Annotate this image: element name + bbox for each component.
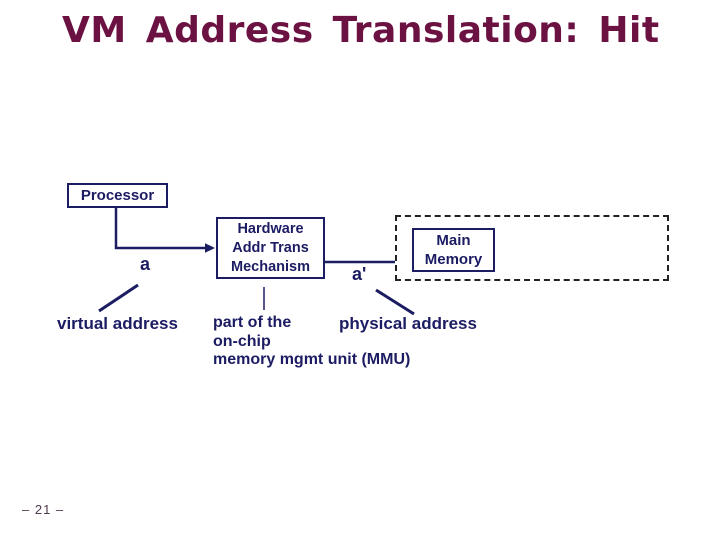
virtual-address-pointer-line (98, 283, 139, 313)
page-number: – 21 – (22, 502, 65, 517)
processor-box: Processor (67, 183, 168, 208)
label-physical-address: physical address (339, 314, 477, 333)
label-mmu-note: part of the on-chip memory mgmt unit (MM… (213, 314, 410, 370)
mm-box-line2: Memory (424, 251, 483, 268)
hw-box-line3: Mechanism (231, 258, 310, 275)
mm-box-line1: Main (436, 232, 471, 249)
mmu-note-line1: part of the (213, 314, 292, 331)
mmu-note-line3: memory mgmt unit (MMU) (213, 351, 411, 368)
main-memory-box: Main Memory (412, 228, 495, 272)
label-a: a (140, 254, 151, 274)
hardware-addr-trans-box: Hardware Addr Trans Mechanism (216, 217, 325, 279)
label-virtual-address: virtual address (57, 314, 178, 333)
processor-to-hw-arrow (114, 208, 215, 253)
hw-box-line1: Hardware (237, 220, 304, 237)
processor-box-label: Processor (80, 187, 155, 204)
label-a-prime: a' (352, 264, 367, 284)
hw-box-line2: Addr Trans (232, 239, 309, 256)
mmu-note-line2: on-chip (213, 332, 271, 350)
slide-title: VM Address Translation: Hit (62, 10, 660, 51)
physical-address-pointer-line (375, 288, 415, 316)
